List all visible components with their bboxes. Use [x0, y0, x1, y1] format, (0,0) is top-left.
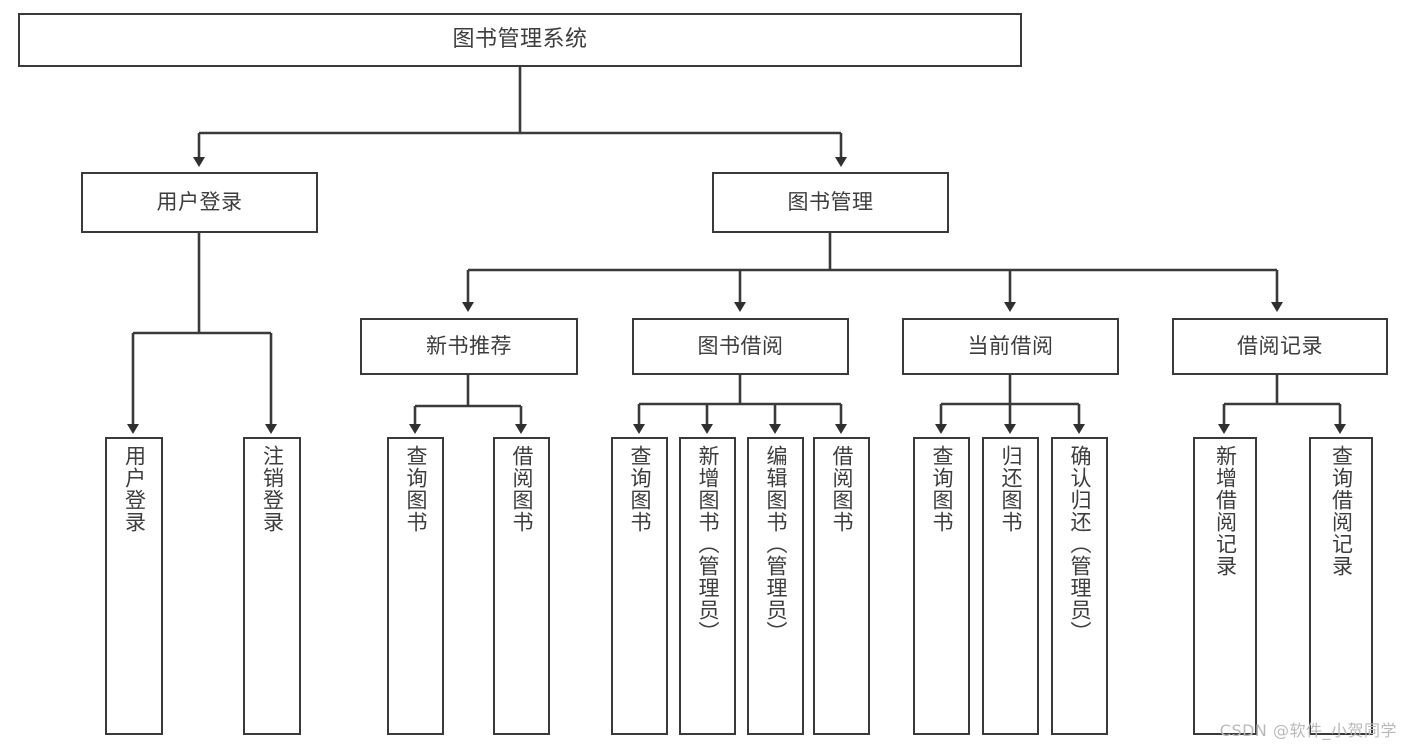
node-new-book-recommend[interactable]: 新书推荐: [360, 318, 578, 375]
node-label: 图书管理: [787, 190, 874, 215]
node-book-management[interactable]: 图书管理: [712, 172, 949, 233]
leaf-current-return-book[interactable]: 归还图书: [982, 437, 1039, 735]
node-label: 归还图书: [999, 445, 1024, 533]
node-label: 用户登录: [122, 445, 147, 533]
node-label: 借阅图书: [830, 445, 855, 533]
node-label: 查询借阅记录: [1329, 445, 1354, 577]
node-borrow-records[interactable]: 借阅记录: [1172, 318, 1388, 375]
leaf-recommend-query-book[interactable]: 查询图书: [387, 437, 444, 735]
node-book-borrow[interactable]: 图书借阅: [632, 318, 849, 375]
node-label: 借阅记录: [1237, 334, 1323, 359]
node-label: 图书管理系统: [452, 27, 588, 53]
leaf-borrow-borrow-book[interactable]: 借阅图书: [813, 437, 870, 735]
node-label: 当前借阅: [967, 334, 1054, 359]
node-label: 新增借阅记录: [1213, 445, 1238, 577]
csdn-watermark: CSDN @软件_小贺同学: [1219, 721, 1397, 740]
node-label: 用户登录: [156, 190, 243, 215]
leaf-recommend-borrow-book[interactable]: 借阅图书: [493, 437, 550, 735]
node-label: 图书借阅: [697, 334, 784, 359]
node-label: 查询图书: [628, 445, 653, 533]
leaf-records-add-record[interactable]: 新增借阅记录: [1193, 437, 1257, 735]
node-label: 注销登录: [260, 445, 285, 533]
node-root-system[interactable]: 图书管理系统: [18, 13, 1022, 67]
leaf-borrow-query-book[interactable]: 查询图书: [611, 437, 668, 735]
node-label: 查询图书: [404, 445, 429, 533]
node-label: 借阅图书: [510, 445, 535, 533]
node-label: 查询图书: [930, 445, 955, 533]
node-user-login[interactable]: 用户登录: [81, 172, 318, 233]
leaf-borrow-edit-book[interactable]: 编辑图书（管理员）: [747, 437, 804, 735]
leaf-records-query-record[interactable]: 查询借阅记录: [1309, 437, 1373, 735]
leaf-user-login-login[interactable]: 用户登录: [105, 437, 163, 735]
node-label: 新书推荐: [426, 334, 512, 359]
node-label: 编辑图书（管理员）: [764, 445, 789, 643]
leaf-current-confirm-return[interactable]: 确认归还（管理员）: [1051, 437, 1108, 735]
leaf-current-query-book[interactable]: 查询图书: [913, 437, 970, 735]
leaf-user-login-logout[interactable]: 注销登录: [243, 437, 301, 735]
node-label: 确认归还（管理员）: [1068, 445, 1093, 643]
node-label: 新增图书（管理员）: [696, 445, 721, 643]
node-current-borrow[interactable]: 当前借阅: [902, 318, 1119, 375]
leaf-borrow-add-book[interactable]: 新增图书（管理员）: [679, 437, 736, 735]
